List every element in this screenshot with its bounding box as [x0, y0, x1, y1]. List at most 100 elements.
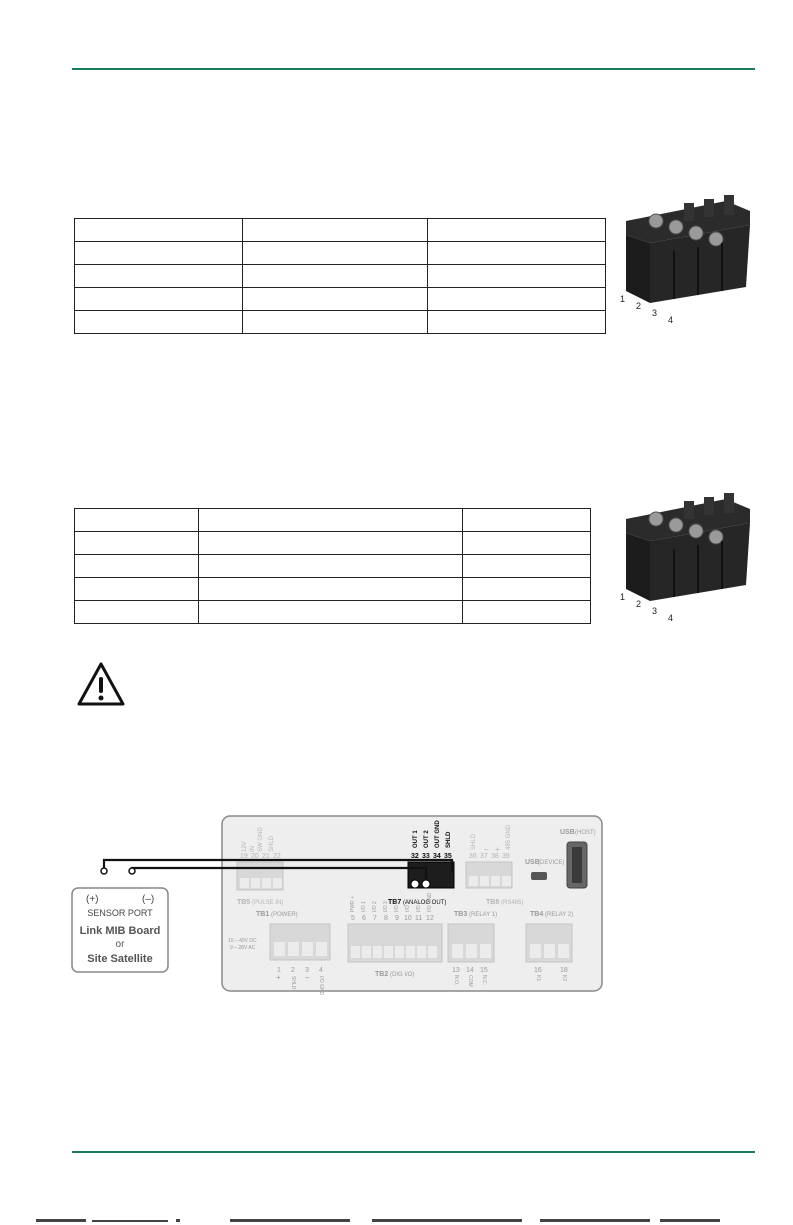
terminal-number: 35 [444, 853, 452, 860]
terminal-label: SW GND [258, 827, 264, 852]
terminal-number: 10 [404, 915, 412, 922]
connector-pin-label: 3 [652, 606, 657, 616]
terminal-label: SHLD [290, 976, 296, 990]
terminal-title: TB1 [256, 911, 269, 918]
terminal-label: I/O 4 [394, 901, 400, 912]
terminal-number: 8 [384, 915, 388, 922]
table-cell [241, 264, 429, 288]
terminal-label: COM [467, 975, 473, 987]
footer-rule [72, 1151, 755, 1153]
usb-device-title: USB [525, 859, 540, 866]
usb-host-port: USB (HOST) [560, 829, 596, 889]
terminal-label: – [305, 973, 310, 982]
terminal-block-tb3: TB3 (RELAY 1) 13 14 15 N.O. COM N.C. [447, 911, 497, 987]
table-row [74, 241, 606, 265]
table-cell [74, 264, 243, 288]
terminal-number: 2 [291, 967, 295, 974]
table-cell [197, 531, 464, 555]
table-cell [74, 531, 199, 555]
terminal-title: TB5 [237, 899, 250, 906]
terminal-label: OUT GND [435, 820, 441, 848]
terminal-block-tb8: SHLD – + 485 GND 36 37 38 39 TB8 (RS485) [465, 824, 523, 906]
header-rule [72, 68, 755, 70]
terminal-label: K1 [535, 975, 541, 981]
table-cell [241, 241, 429, 265]
terminal-number: 5 [351, 915, 355, 922]
table-cell [74, 600, 199, 624]
terminal-number: 14 [466, 967, 474, 974]
table-row [74, 218, 606, 242]
connector-pin-label: 2 [636, 301, 641, 311]
cropped-text-strip [36, 1219, 720, 1222]
terminal-number: 22 [273, 853, 281, 860]
terminal-title: TB8 [486, 899, 499, 906]
terminal-number: 38 [491, 853, 499, 860]
table-cell [427, 218, 606, 242]
terminal-number: 34 [433, 853, 441, 860]
terminal-label: I/O 3 [383, 901, 389, 912]
table-cell [241, 218, 429, 242]
warning-icon [77, 662, 125, 706]
table-row [74, 264, 606, 288]
terminal-block-connector-image: 1 2 3 4 [620, 493, 750, 623]
terminal-label: + [495, 845, 500, 854]
terminal-number: 19 [240, 853, 248, 860]
terminal-number: 4 [319, 967, 323, 974]
table-cell [462, 531, 591, 555]
sensor-line-2: or [116, 939, 126, 950]
terminal-number: 36 [469, 853, 477, 860]
terminal-label: SHLD [471, 833, 477, 850]
terminal-block-tb7: OUT 1 OUT 2 OUT GND SHLD 32 33 34 35 TB7… [388, 820, 455, 906]
terminal-number: 20 [251, 853, 259, 860]
terminal-label: I/O 5 [405, 901, 411, 912]
wire-positive [102, 858, 454, 872]
sensor-plus-label: (+) [86, 894, 99, 905]
terminal-label: I/O 2 [372, 901, 378, 912]
table-cell [462, 577, 591, 601]
terminal-title: TB7 [388, 899, 401, 906]
table-cell [74, 218, 243, 242]
terminal-number: 32 [411, 853, 419, 860]
sensor-port-label: SENSOR PORT [87, 908, 153, 918]
terminal-subtitle: (DIG I/O) [390, 972, 414, 978]
voltage-label: 10 – 40V DC [228, 938, 257, 944]
terminal-label: – [484, 845, 489, 854]
usb-host-subtitle: (HOST) [575, 830, 596, 836]
terminal-title: TB4 [530, 911, 543, 918]
terminal-subtitle: (ANALOG OUT) [403, 900, 446, 906]
terminal-block-tb5: 12V IN SW GND SHLD 19 20 21 22 TB5 (PULS… [236, 827, 284, 906]
table-cell [197, 600, 464, 624]
terminal-title: TB2 [375, 971, 388, 978]
table-row [74, 287, 606, 311]
terminal-label: OUT 1 [413, 830, 419, 848]
sensor-port-box: (+) (–) SENSOR PORT Link MIB Board or Si… [71, 887, 169, 973]
table-row [74, 310, 606, 334]
usb-device-subtitle: (DEVICE) [538, 860, 564, 866]
table-cell [462, 600, 591, 624]
table-cell [462, 554, 591, 578]
terminal-block-tb4: TB4 (RELAY 2) 16 18 K1 K2 [525, 911, 573, 981]
table-row [74, 577, 591, 601]
voltage-label: 9 – 28V AC [230, 945, 256, 951]
table-cell [427, 310, 606, 334]
connector-pin-label: 4 [668, 315, 673, 325]
terminal-label: PWR + [350, 896, 356, 912]
terminal-number: 21 [262, 853, 270, 860]
terminal-number: 3 [305, 967, 309, 974]
terminal-number: 12 [426, 915, 434, 922]
terminal-label: + [276, 973, 281, 982]
terminal-number: 9 [395, 915, 399, 922]
wire-terminal-dot [100, 867, 108, 875]
terminal-number: 33 [422, 853, 430, 860]
table-row [74, 531, 591, 555]
terminal-number: 15 [480, 967, 488, 974]
pinout-table-1 [74, 218, 606, 334]
table-cell [74, 287, 243, 311]
terminal-title: TB3 [454, 911, 467, 918]
terminal-number: 6 [362, 915, 366, 922]
terminal-label: K2 [561, 975, 567, 981]
table-cell [74, 241, 243, 265]
terminal-block-connector-image: 1 2 3 4 [620, 195, 750, 325]
terminal-number: 7 [373, 915, 377, 922]
terminal-label: SHLD [269, 835, 275, 852]
